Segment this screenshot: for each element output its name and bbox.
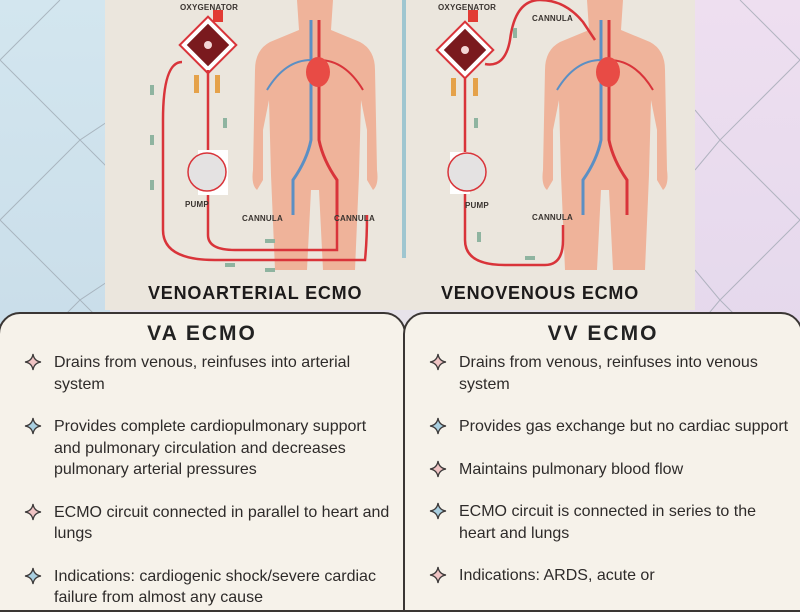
bullet-item: Maintains pulmonary blood flow bbox=[429, 459, 793, 481]
vv-ecmo-card: VV ECMO Drains from venous, reinfuses in… bbox=[403, 312, 800, 612]
bullet-item: Indications: cardiogenic shock/severe ca… bbox=[24, 566, 396, 609]
bullet-item: Drains from venous, reinfuses into arter… bbox=[24, 352, 396, 395]
bullet-text: Indications: cardiogenic shock/severe ca… bbox=[54, 567, 376, 607]
flow-arrows bbox=[150, 85, 275, 272]
bullet-text: ECMO circuit is connected in series to t… bbox=[459, 503, 757, 542]
bullet-item: ECMO circuit is connected in series to t… bbox=[429, 501, 793, 544]
va-card-title: VA ECMO bbox=[147, 322, 257, 345]
vv-oxygenator-label: OXYGENATOR bbox=[438, 3, 497, 12]
va-pump-label: PUMP bbox=[185, 200, 209, 209]
vv-bullet-list: Drains from venous, reinfuses into venou… bbox=[405, 352, 800, 587]
ecmo-illustration: OXYGENATOR PUMP CANNULA CANNULA OXYGENAT… bbox=[105, 0, 695, 310]
vv-card-title: VV ECMO bbox=[547, 322, 659, 345]
va-cannula-label-2: CANNULA bbox=[334, 214, 375, 223]
bullet-text: Drains from venous, reinfuses into arter… bbox=[54, 354, 351, 393]
bullet-text: Indications: ARDS, acute or bbox=[459, 567, 655, 584]
sparkle-icon bbox=[24, 417, 42, 435]
sparkle-icon bbox=[24, 503, 42, 520]
va-diagram-title: VENOARTERIAL ECMO bbox=[148, 283, 363, 303]
va-oxygenator bbox=[178, 15, 238, 75]
sparkle-icon bbox=[24, 567, 42, 584]
va-pump bbox=[187, 150, 228, 195]
bullet-item: Drains from venous, reinfuses into venou… bbox=[429, 352, 793, 395]
bullet-text: Provides complete cardiopulmonary suppor… bbox=[54, 418, 367, 478]
sparkle-icon bbox=[429, 502, 447, 520]
vv-oxygenator bbox=[435, 20, 495, 80]
bullet-item: Indications: ARDS, acute or bbox=[429, 565, 793, 587]
bullet-text: ECMO circuit connected in parallel to he… bbox=[54, 503, 390, 543]
vv-cannula-label-1: CANNULA bbox=[532, 14, 573, 23]
sparkle-icon bbox=[429, 353, 447, 371]
va-body-figure bbox=[252, 0, 378, 270]
vv-diagram-title: VENOVENOUS ECMO bbox=[441, 283, 640, 303]
va-oxygenator-label: OXYGENATOR bbox=[180, 3, 239, 12]
bullet-text: Maintains pulmonary blood flow bbox=[459, 460, 684, 478]
sparkle-icon bbox=[429, 566, 447, 584]
sparkle-icon bbox=[429, 460, 447, 477]
vv-cannula-label-2: CANNULA bbox=[532, 213, 573, 222]
va-ecmo-card: VA ECMO Drains from venous, reinfuses in… bbox=[0, 312, 406, 612]
sparkle-icon bbox=[24, 353, 42, 371]
vv-pump-label: PUMP bbox=[465, 201, 489, 210]
bullet-item: Provides complete cardiopulmonary suppor… bbox=[24, 416, 396, 481]
vv-pump bbox=[447, 152, 487, 194]
heart-icon bbox=[306, 57, 330, 87]
heart-icon bbox=[596, 57, 620, 87]
va-cannula-label-1: CANNULA bbox=[242, 214, 283, 223]
bullet-text: Provides gas exchange but no cardiac sup… bbox=[459, 418, 789, 435]
sparkle-icon bbox=[429, 417, 447, 435]
ecmo-diagram-graphic bbox=[150, 0, 668, 272]
flow-arrows bbox=[474, 28, 535, 260]
bullet-item: ECMO circuit connected in parallel to he… bbox=[24, 502, 396, 545]
va-bullet-list: Drains from venous, reinfuses into arter… bbox=[0, 352, 404, 609]
bullet-text: Drains from venous, reinfuses into venou… bbox=[459, 354, 758, 393]
bullet-item: Provides gas exchange but no cardiac sup… bbox=[429, 416, 793, 438]
vv-body-figure bbox=[542, 0, 668, 270]
